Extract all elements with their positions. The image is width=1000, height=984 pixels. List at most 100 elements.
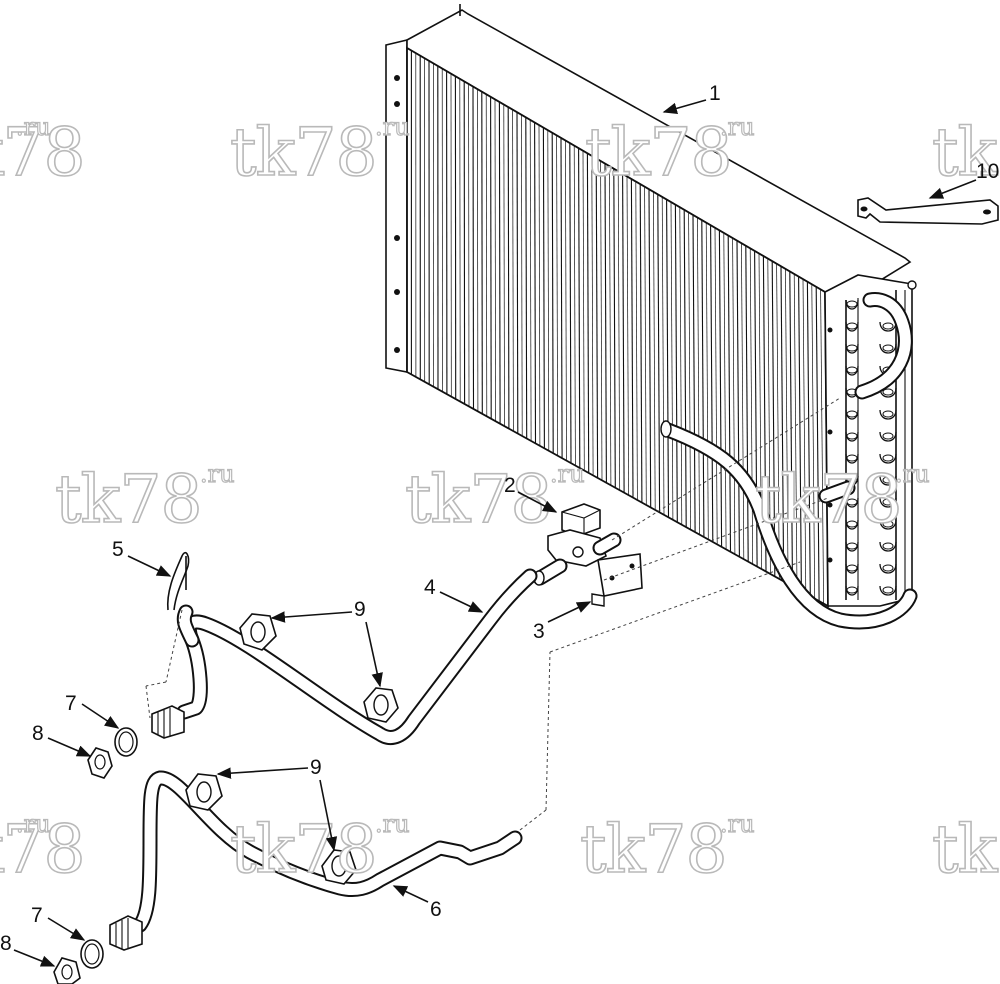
refrigerant-pipe-upper	[176, 568, 538, 745]
svg-text:.ru: .ru	[200, 460, 235, 488]
fin-line	[648, 189, 652, 508]
pipe-fitting-lower	[109, 915, 143, 951]
tube-end	[882, 586, 894, 594]
svg-text:tk78: tk78	[55, 461, 202, 538]
assembly-guide-lines	[145, 397, 841, 831]
callout-9-upper: 9	[354, 598, 366, 621]
svg-text:.ru: .ru	[720, 810, 755, 838]
fin-line	[723, 232, 727, 550]
callout-9-lower: 9	[310, 756, 322, 779]
fin-line	[613, 168, 616, 488]
fin-line	[542, 127, 545, 449]
svg-text:tk78: tk78	[230, 114, 377, 191]
fin-line	[776, 263, 780, 579]
fin-line	[741, 243, 745, 560]
tube-end	[882, 520, 894, 528]
watermark: tk78 .ru	[404, 459, 585, 538]
fin-line	[556, 135, 559, 456]
fin-line	[771, 261, 776, 577]
fin-line	[477, 89, 479, 412]
fin-line	[494, 99, 496, 422]
callout-1: 1	[709, 82, 721, 105]
callout-10: 10	[976, 160, 999, 183]
watermark: tk78 .ru	[584, 112, 755, 191]
fin-line	[710, 225, 714, 543]
fin-line	[806, 281, 811, 597]
tube-end	[846, 344, 858, 352]
fin-line	[780, 266, 785, 582]
tube-end	[846, 542, 858, 550]
svg-text:tk78: tk78	[230, 811, 377, 888]
tube-end	[882, 564, 894, 572]
fin-line	[472, 86, 475, 409]
fin-line	[490, 96, 492, 419]
watermark: tk78 .ru	[0, 809, 86, 888]
fin-line	[692, 214, 696, 533]
fin-line	[714, 227, 718, 545]
callout-4: 4	[424, 576, 436, 599]
svg-text:.ru: .ru	[550, 460, 585, 488]
nut-lower	[53, 957, 81, 984]
fin-line	[551, 132, 554, 454]
svg-text:.ru: .ru	[720, 113, 755, 141]
fin-line	[820, 289, 824, 604]
callout-6: 6	[430, 898, 442, 921]
watermark: tk78 .ru	[754, 459, 930, 538]
fin-line	[679, 207, 683, 525]
fin-line	[578, 148, 581, 469]
fin-line	[666, 199, 670, 518]
tube-end	[846, 432, 858, 440]
fin-line	[705, 222, 709, 540]
fin-line	[525, 117, 528, 439]
fin-line	[718, 230, 723, 547]
svg-text:tk78: tk78	[585, 114, 732, 191]
fin-line	[617, 171, 621, 491]
fin-line	[586, 153, 590, 474]
watermark: tk78	[931, 113, 1000, 192]
fin-line	[485, 94, 488, 417]
tube-end	[882, 388, 894, 396]
fin-line	[688, 212, 691, 530]
svg-text:tk78: tk78	[932, 114, 1000, 191]
grommet-upper-left	[239, 613, 277, 651]
tube-end	[882, 498, 894, 506]
svg-text:tk78: tk78	[580, 811, 727, 888]
fin-line	[674, 204, 678, 523]
svg-text:tk78: tk78	[405, 461, 552, 538]
fin-line	[626, 176, 629, 496]
pipe-clamp	[166, 551, 190, 611]
callout-8-upper: 8	[32, 722, 44, 745]
watermark: tk78 .ru	[0, 112, 86, 191]
callout-8-lower: 8	[0, 932, 12, 955]
fin-line	[573, 145, 576, 466]
tube-end	[846, 498, 858, 506]
svg-text:.ru: .ru	[16, 810, 51, 838]
fin-line	[569, 142, 572, 464]
fin-line	[701, 220, 705, 538]
fin-line	[481, 91, 483, 414]
tube-end	[882, 476, 894, 484]
fin-line	[503, 104, 505, 427]
watermark: tk78 .ru	[579, 809, 755, 888]
fin-line	[560, 137, 563, 459]
valve-bracket	[591, 553, 643, 607]
tube-end	[846, 564, 858, 572]
fin-line	[591, 155, 594, 476]
fin-line	[538, 125, 541, 446]
fin-line	[815, 286, 820, 602]
fin-line	[732, 238, 736, 555]
fin-line	[811, 284, 816, 599]
grommet-upper-right	[363, 687, 399, 723]
tube-end	[882, 432, 894, 440]
fin-line	[547, 130, 550, 451]
watermark: tk78 .ru	[229, 112, 410, 191]
fin-line	[635, 181, 638, 501]
fin-line	[529, 119, 532, 442]
callout-7-upper: 7	[65, 692, 77, 715]
tube-end	[882, 542, 894, 550]
solenoid-valve	[532, 503, 622, 586]
callout-7-lower: 7	[31, 904, 43, 927]
watermark: tk78	[931, 810, 1000, 889]
fin-line	[521, 114, 523, 437]
